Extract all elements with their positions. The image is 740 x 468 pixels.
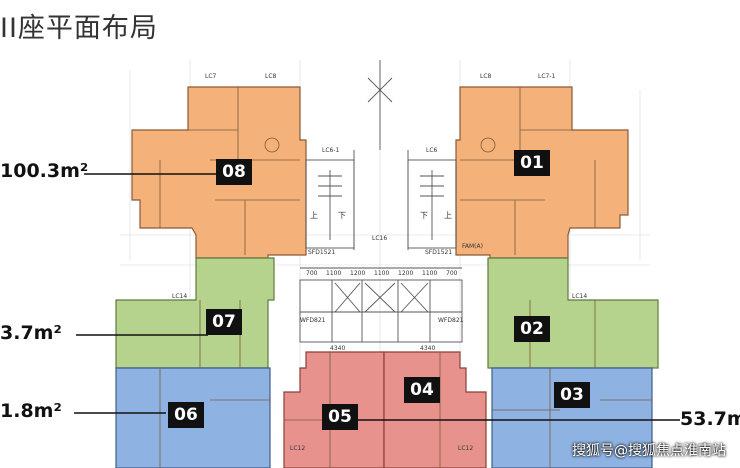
area-label-07: 3.7m² (0, 322, 62, 344)
label-down-left: 下 (338, 211, 346, 220)
label-lc16: LC16 (372, 235, 387, 242)
label-lc12-right: LC12 (458, 445, 473, 452)
label-lc14-right: LC14 (572, 293, 587, 300)
label-up-right: 上 (444, 211, 452, 220)
page-title: II座平面布局 (0, 13, 158, 44)
dim-6: 1100 (422, 270, 437, 277)
label-sfd-right: SFD1521 (425, 249, 452, 256)
unit-tag-07: 07 (206, 309, 242, 335)
label-lc12-left: LC12 (290, 445, 305, 452)
dim-3: 1200 (350, 270, 365, 277)
leader-lines (74, 173, 680, 421)
label-lc7: LC7 (205, 73, 217, 80)
dim-2: 1100 (326, 270, 341, 277)
unit-tag-03: 03 (554, 382, 590, 408)
unit-tag-01: 01 (514, 150, 550, 176)
unit-03-area (491, 367, 653, 468)
unit-07-area (115, 257, 275, 369)
unit-tag-05: 05 (322, 404, 358, 430)
label-down-right: 下 (420, 211, 428, 220)
label-lc6-1: LC6-1 (322, 147, 340, 154)
label-lc6: LC6 (426, 147, 438, 154)
dim-8: 4340 (330, 345, 345, 352)
dim-9: 4340 (420, 345, 435, 352)
elevator-core (299, 267, 463, 343)
watermark: 搜狐号@搜狐焦点淮南站 (572, 443, 726, 459)
area-label-05: 53.7m (680, 408, 740, 430)
unit-tag-08: 08 (216, 159, 252, 185)
dim-5: 1200 (398, 270, 413, 277)
unit-tag-06: 06 (168, 402, 204, 428)
stair-core (305, 60, 457, 250)
unit-tag-02: 02 (514, 316, 550, 342)
dim-1: 700 (306, 270, 318, 277)
dim-7: 700 (446, 270, 458, 277)
plan-annotations: LC7 LC8 LC8 LC7-1 LC6-1 LC6 LC16 SFD1521… (172, 73, 587, 452)
area-label-08: 100.3m² (0, 160, 89, 182)
label-lc7-1: LC7-1 (538, 73, 556, 80)
label-lc8-right: LC8 (480, 73, 492, 80)
label-sfd-left: SFD1521 (308, 249, 335, 256)
label-wfd-left: WFD821 (300, 317, 326, 324)
area-label-06: 1.8m² (0, 400, 62, 422)
unit-02-area (487, 257, 659, 369)
label-lc14-left: LC14 (172, 293, 187, 300)
label-up-left: 上 (310, 211, 318, 220)
label-wfd-right: WFD821 (438, 317, 464, 324)
label-lc8: LC8 (265, 73, 277, 80)
label-fam: FAM(A) (462, 243, 483, 250)
unit-tag-04: 04 (404, 377, 440, 403)
dim-4: 1100 (374, 270, 389, 277)
